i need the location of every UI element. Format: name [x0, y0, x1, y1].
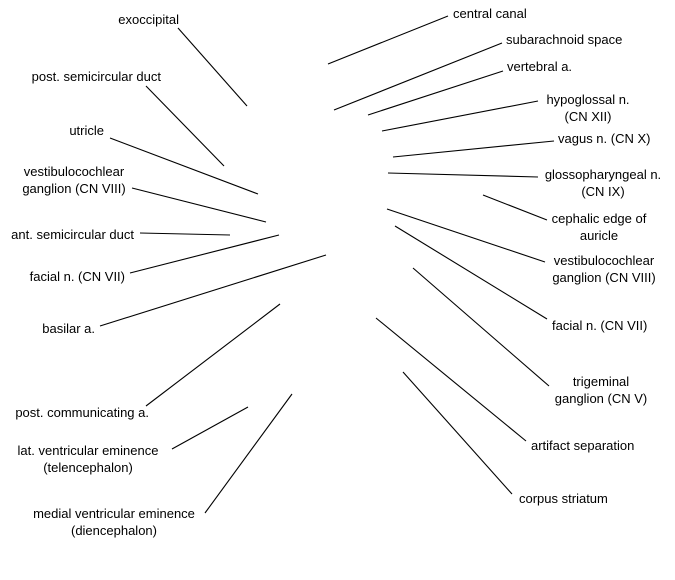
label-corpus-striatum: corpus striatum [519, 491, 608, 506]
label-medial-ventricular-eminence: medial ventricular eminence (diencephalo… [33, 506, 195, 538]
label-utricle: utricle [69, 123, 104, 138]
label-vestibulocochlear-ganglion-right: vestibulocochlear ganglion (CN VIII) [552, 253, 656, 285]
leader-vestibulocochlear-ganglion-left [131, 187, 267, 223]
leader-artifact-separation [375, 317, 527, 442]
leader-glossopharyngeal-n [387, 172, 539, 178]
leader-basilar-a [99, 254, 327, 327]
label-facial-n-left: facial n. (CN VII) [29, 269, 125, 284]
label-central-canal: central canal [453, 6, 527, 21]
leader-vestibulocochlear-ganglion-right [386, 208, 546, 263]
leader-corpus-striatum [402, 371, 513, 495]
leader-facial-n-left [129, 234, 280, 274]
leader-utricle [109, 137, 259, 195]
leader-lat-ventricular-eminence [171, 406, 249, 450]
label-lat-ventricular-eminence: lat. ventricular eminence (telencephalon… [17, 443, 159, 475]
leader-vertebral-a [367, 70, 504, 116]
leader-central-canal [327, 15, 449, 65]
leader-ant-semicircular-duct [139, 232, 231, 236]
leader-post-communicating-a [145, 303, 281, 407]
label-exoccipital: exoccipital [118, 12, 179, 27]
leader-post-semicircular-duct [145, 85, 225, 167]
label-glossopharyngeal-n: glossopharyngeal n. (CN IX) [544, 167, 662, 199]
label-vestibulocochlear-ganglion-left: vestibulocochlear ganglion (CN VIII) [22, 164, 126, 196]
leader-medial-ventricular-eminence [204, 393, 293, 514]
leader-cephalic-edge-of-auricle [482, 194, 548, 221]
leader-trigeminal-ganglion [412, 267, 550, 387]
leader-facial-n-right [394, 225, 548, 320]
label-ant-semicircular-duct: ant. semicircular duct [11, 227, 134, 242]
label-vagus-n: vagus n. (CN X) [558, 131, 651, 146]
leader-subarachnoid-space [333, 42, 503, 111]
label-subarachnoid-space: subarachnoid space [506, 32, 623, 47]
label-post-semicircular-duct: post. semicircular duct [31, 69, 161, 84]
leader-exoccipital [177, 27, 248, 107]
label-post-communicating-a: post. communicating a. [15, 405, 149, 420]
label-trigeminal-ganglion: trigeminal ganglion (CN V) [554, 374, 648, 406]
label-facial-n-right: facial n. (CN VII) [552, 318, 648, 333]
leader-vagus-n [392, 140, 555, 158]
label-vertebral-a: vertebral a. [507, 59, 573, 74]
leader-hypoglossal-n [381, 100, 539, 132]
label-cephalic-edge-of-auricle: cephalic edge of auricle [551, 211, 647, 243]
label-artifact-separation: artifact separation [531, 438, 635, 453]
label-hypoglossal-n: hypoglossal n. (CN XII) [546, 92, 630, 124]
label-basilar-a: basilar a. [42, 321, 95, 336]
